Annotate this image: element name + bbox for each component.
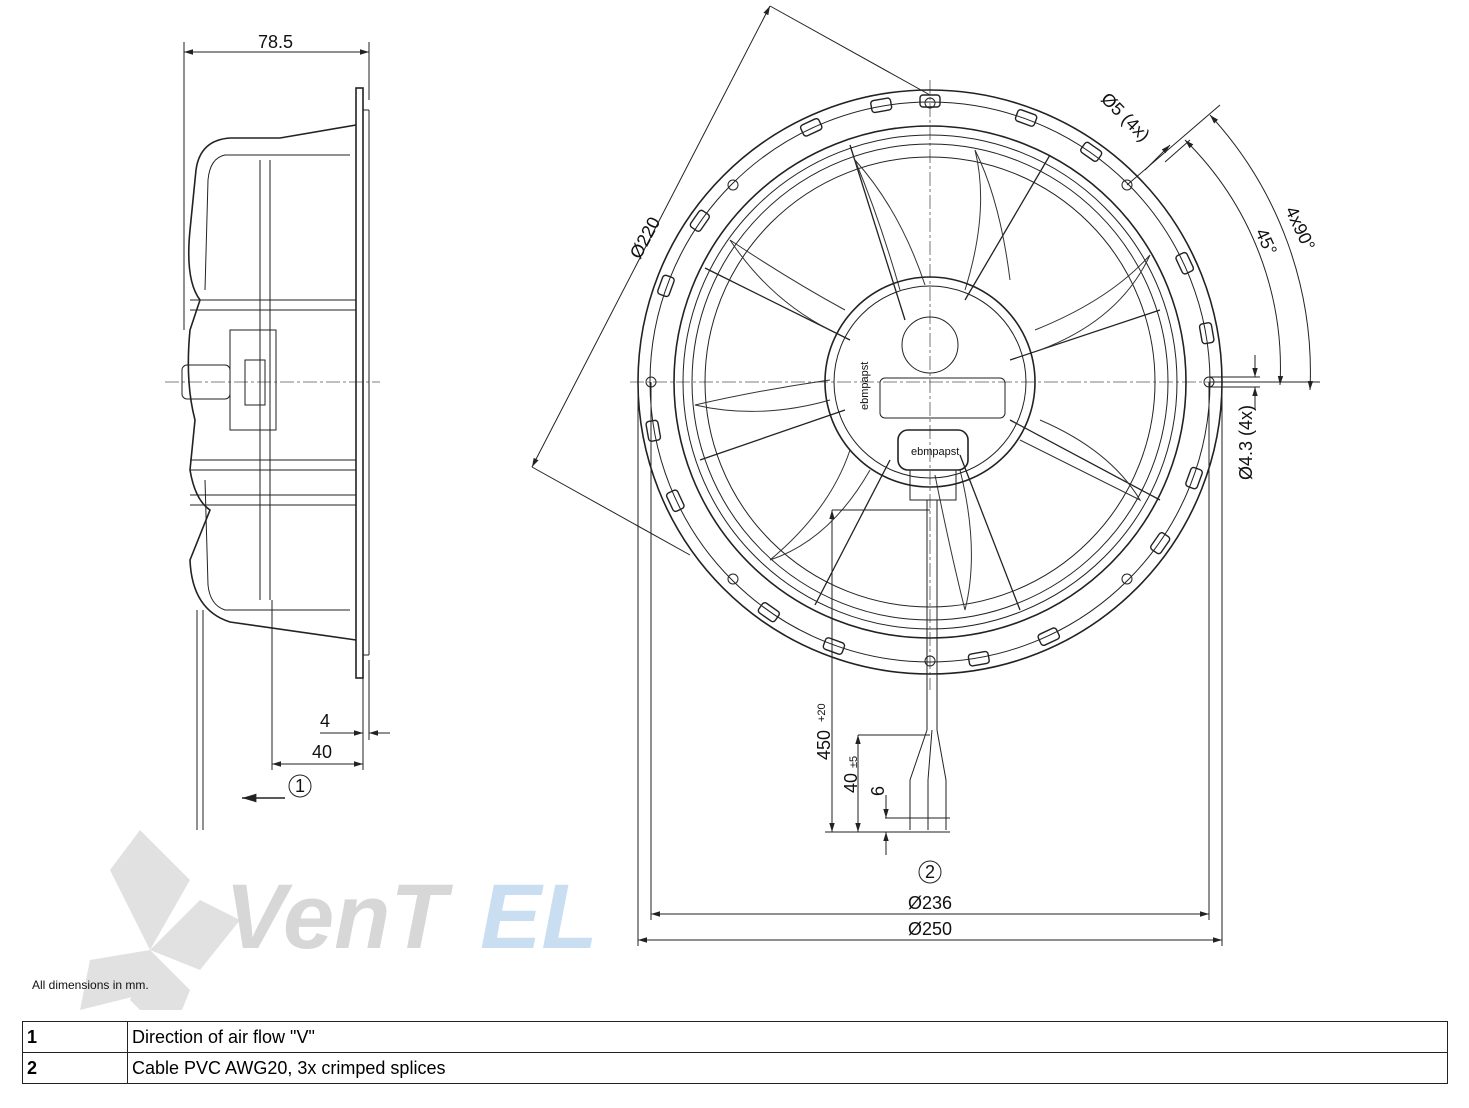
legend-row: 2 Cable PVC AWG20, 3x crimped splices [22, 1052, 1448, 1084]
legend-row-text: Direction of air flow "V" [127, 1021, 1448, 1053]
dim-cable40-tol: ±5 [848, 756, 860, 768]
front-view: ebmpapst ebmpapst Ø220 Ø5 (4x) 4x90° 45° [531, 5, 1320, 946]
legend-row-number: 1 [22, 1021, 128, 1053]
callout-1-label: 1 [295, 776, 305, 796]
dim-hole5-label: Ø5 (4x) [1097, 89, 1154, 146]
dim-cable450-tol: +20 [816, 703, 828, 722]
legend-table: 1 Direction of air flow "V" 2 Cable PVC … [22, 1021, 1448, 1084]
dim-dia250-label: Ø250 [908, 919, 952, 939]
dim-dia236-label: Ø236 [908, 893, 952, 913]
side-view: 78.5 4 40 1 [165, 32, 390, 830]
dim-depth-label: 78.5 [258, 32, 293, 52]
dim-40-label: 40 [312, 742, 332, 762]
dim-4-label: 4 [320, 711, 330, 731]
legend-row-number: 2 [22, 1052, 128, 1084]
watermark-fan-icon [80, 830, 240, 1010]
callout-2-label: 2 [925, 862, 935, 882]
dim-cable6-label: 6 [868, 786, 888, 796]
dim-hole43-label: Ø4.3 (4x) [1236, 405, 1256, 480]
dim-cable450-label: 450 [814, 730, 834, 760]
watermark-text-vent: VenT [225, 866, 453, 968]
dim-cable40-label: 40 [841, 773, 861, 793]
watermark-text-el: EL [480, 866, 598, 968]
motor-hub [824, 276, 1036, 488]
legend-row-text: Cable PVC AWG20, 3x crimped splices [127, 1052, 1448, 1084]
fan-blades [694, 149, 1151, 611]
units-note: All dimensions in mm. [32, 978, 149, 992]
fan-technical-drawing: VenT EL 78.5 [80, 5, 1320, 1010]
ventel-watermark-logo: VenT EL [80, 830, 598, 1010]
connector-brand-label: ebmpapst [911, 446, 959, 458]
dim-angle-45-label: 45° [1251, 225, 1281, 258]
dim-dia220-label: Ø220 [626, 214, 664, 262]
legend-row: 1 Direction of air flow "V" [22, 1021, 1448, 1053]
hub-brand-label: ebmpapst [859, 362, 871, 410]
dim-angle-4x90-label: 4x90° [1281, 203, 1319, 253]
